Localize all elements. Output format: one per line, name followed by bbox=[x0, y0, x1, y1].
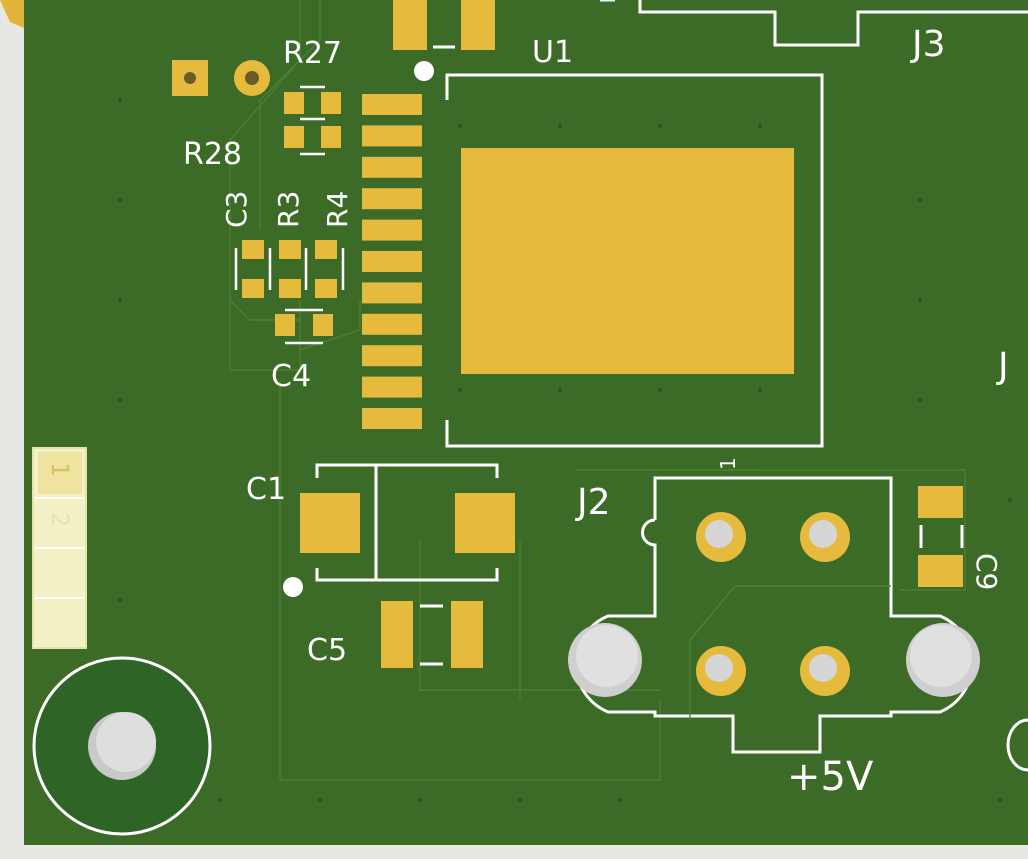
c5-footprint bbox=[381, 601, 483, 668]
j3-label: J3 bbox=[910, 24, 946, 65]
via-dots bbox=[118, 98, 1012, 802]
j2-pin-4[interactable] bbox=[800, 646, 850, 696]
header-pin-2-label: 2 bbox=[46, 512, 74, 527]
u1-pad-11[interactable] bbox=[362, 408, 422, 429]
c5-label: C5 bbox=[307, 633, 347, 668]
c5-pad-right[interactable] bbox=[451, 601, 483, 668]
c3-label: C3 bbox=[220, 191, 253, 228]
top-pad-right bbox=[461, 0, 495, 50]
r28-label: R28 bbox=[183, 137, 242, 172]
r27-label: R27 bbox=[283, 36, 342, 71]
square-pad-hole bbox=[184, 72, 196, 84]
u1-outline bbox=[445, 73, 824, 448]
r4-label: R4 bbox=[321, 191, 354, 228]
c9-pad-top[interactable] bbox=[918, 486, 963, 518]
pin-header: 1 2 bbox=[32, 447, 87, 649]
u1-pad-2[interactable] bbox=[362, 125, 422, 147]
u1-left-pads bbox=[362, 94, 422, 429]
u1-pad-4[interactable] bbox=[362, 188, 422, 210]
mounting-hole bbox=[32, 656, 212, 836]
round-pad-hole bbox=[245, 71, 259, 85]
plus5v-label: +5V bbox=[787, 754, 874, 800]
u1-pad-9[interactable] bbox=[362, 345, 422, 367]
u1-pin1-dot bbox=[414, 61, 434, 81]
r28-footprint bbox=[284, 126, 341, 156]
c3-footprint bbox=[234, 240, 272, 298]
u1-pad-6[interactable] bbox=[362, 251, 422, 272]
u1-label: U1 bbox=[532, 35, 573, 70]
header-pin-1-label: 1 bbox=[46, 462, 74, 477]
board-corner-gold bbox=[0, 0, 24, 28]
j2-pin-1[interactable] bbox=[696, 512, 746, 562]
right-edge-partial-hole bbox=[1006, 718, 1028, 772]
u1-pad-7[interactable] bbox=[362, 282, 422, 304]
u1-pad-5[interactable] bbox=[362, 219, 422, 241]
c1-pad-right[interactable] bbox=[455, 493, 515, 553]
c9-pad-bottom[interactable] bbox=[918, 555, 963, 587]
j2-footprint bbox=[568, 476, 980, 754]
r27-footprint bbox=[284, 85, 341, 121]
j2-pin-3[interactable] bbox=[696, 646, 746, 696]
j2-label: J2 bbox=[575, 482, 611, 523]
c1-label: C1 bbox=[246, 472, 286, 507]
j2-pin-2[interactable] bbox=[800, 512, 850, 562]
pin1-label: 1 bbox=[716, 457, 740, 470]
c1-footprint bbox=[300, 463, 515, 582]
u1-pad-1[interactable] bbox=[362, 94, 422, 115]
u1-pad-3[interactable] bbox=[362, 156, 422, 178]
r3-footprint bbox=[279, 240, 308, 298]
c9-footprint bbox=[918, 486, 964, 587]
c5-pad-left[interactable] bbox=[381, 601, 413, 668]
c4-label: C4 bbox=[271, 359, 311, 394]
u1-pad-10[interactable] bbox=[362, 376, 422, 398]
u1-pad-8[interactable] bbox=[362, 313, 422, 335]
top-pad-left bbox=[393, 0, 427, 50]
c1-polarity-dot bbox=[283, 577, 303, 597]
u1-thermal-pad[interactable] bbox=[461, 148, 794, 374]
c4-footprint bbox=[275, 308, 333, 345]
j-partial-label: J bbox=[996, 346, 1009, 387]
r4-footprint bbox=[315, 240, 345, 298]
c9-label: C9 bbox=[970, 553, 1003, 590]
j3-footprint bbox=[600, 0, 1028, 47]
top-partial-component: C6 bbox=[393, 0, 495, 50]
c1-pad-left[interactable] bbox=[300, 493, 360, 553]
r3-label: R3 bbox=[272, 191, 305, 228]
